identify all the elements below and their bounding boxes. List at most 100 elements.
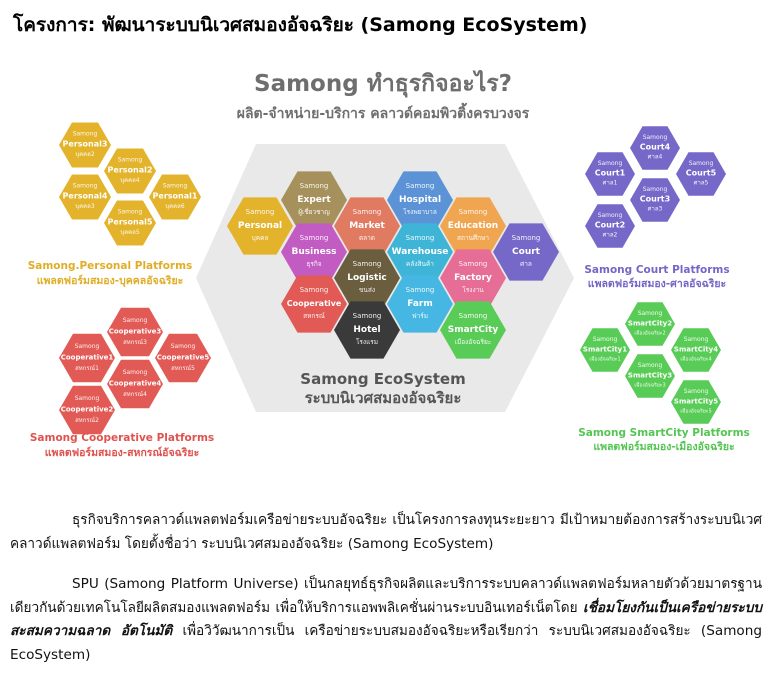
hexagon-name: Market xyxy=(349,221,385,231)
hexagon-name: Court3 xyxy=(640,195,670,204)
hexagon-prefix: Samong xyxy=(638,362,663,369)
hexagon-prefix: Samong xyxy=(638,310,663,317)
hexagon-thai: ศาล2 xyxy=(603,232,618,239)
diagram-subheading: ผลิต-จำหน่าย-บริการ คลาวด์คอมพิวติ้งครบว… xyxy=(237,102,530,122)
hexagon-prefix: Samong xyxy=(459,260,488,268)
cooperative-platforms-title-th: แพลตฟอร์มสมอง-สหกรณ์อัจฉริยะ xyxy=(45,446,199,458)
hexagon-prefix: Samong xyxy=(643,186,668,193)
hexagon-thai: สหกรณ์2 xyxy=(75,416,99,424)
hexagon-thai: ผู้เชี่ยวชาญ xyxy=(298,207,330,216)
hexagon-shape xyxy=(387,223,453,281)
hexagon-name: Cooperative2 xyxy=(61,406,114,414)
smartcity-platforms-title-en: Samong SmartCity Platforms xyxy=(578,427,750,439)
hexagon-name: Personal xyxy=(238,221,282,231)
hexagon-prefix: Samong xyxy=(459,208,488,216)
hexagon-name: Logistic xyxy=(347,273,387,283)
ecosystem-diagram: Samong ทำธุรกิจอะไร? ผลิต-จำหน่าย-บริการ… xyxy=(28,69,750,458)
hexagon-shape xyxy=(281,275,347,333)
hexagon-name: Hotel xyxy=(353,325,380,335)
hexagon-shape xyxy=(493,223,559,281)
hexagon-name: SmartCity4 xyxy=(674,346,718,354)
hexagon-shape xyxy=(334,249,400,307)
hexagon-shape xyxy=(580,328,630,372)
hexagon-thai: ศาล xyxy=(520,260,532,268)
hexagon-name: Hospital xyxy=(399,195,441,205)
center-caption-en: Samong EcoSystem xyxy=(300,370,465,388)
hexagon-shape xyxy=(440,249,506,307)
hexagon-shape xyxy=(281,171,347,229)
hexagon-shape xyxy=(104,200,156,246)
hexagon-prefix: Samong xyxy=(684,388,709,395)
hexagon-shape xyxy=(59,385,115,435)
hexagon-name: Personal1 xyxy=(153,192,198,201)
spu-paragraph: SPU (Samong Platform Universe) เป็นกลยุท… xyxy=(10,573,762,667)
hexagon-name: Personal3 xyxy=(63,140,108,149)
personal-platforms-title-th: แพลตฟอร์มสมอง-บุคคลอัจฉริยะ xyxy=(37,274,184,288)
hexagon-thai: ศาล3 xyxy=(648,206,663,213)
hexagon-thai: เมืองอัจฉริยะ xyxy=(455,338,492,346)
hexagon-prefix: Samong xyxy=(73,183,98,190)
hexagon-prefix: Samong xyxy=(118,157,143,164)
hexagon-shape xyxy=(671,380,721,424)
court-platforms-title-th: แพลตฟอร์มสมอง-ศาลอัจฉริยะ xyxy=(588,277,726,290)
hexagon-prefix: Samong xyxy=(300,286,329,294)
hexagon-thai: ฟาร์ม xyxy=(412,312,428,320)
hexagon-prefix: Samong xyxy=(300,182,329,190)
hexagon-thai: เมืองอัจฉริยะ2 xyxy=(634,330,665,337)
hexagon-name: Court1 xyxy=(595,169,626,178)
hexagon-shape xyxy=(387,171,453,229)
hexagon-shape xyxy=(155,333,211,383)
hexagon-name: SmartCity5 xyxy=(674,398,718,406)
hexagon-thai: ธุรกิจ xyxy=(306,260,321,268)
hexagon-prefix: Samong xyxy=(353,260,382,268)
hexagon-name: SmartCity xyxy=(448,325,499,335)
hexagon-prefix: Samong xyxy=(353,208,382,216)
hexagon-name: SmartCity2 xyxy=(628,320,672,328)
hexagon-thai: เมืองอัจฉริยะ5 xyxy=(680,408,711,415)
hexagon-name: SmartCity1 xyxy=(583,346,627,354)
hexagon-thai: สถานศึกษา xyxy=(457,234,489,242)
hexagon-shape xyxy=(59,122,111,168)
hexagon-prefix: Samong xyxy=(163,183,188,190)
hexagon-thai: โรงพยาบาล xyxy=(403,208,437,216)
hexagon-name: Personal2 xyxy=(108,166,153,175)
hexagon-shape xyxy=(107,359,163,409)
hexagon-shape xyxy=(625,354,675,398)
hexagon-prefix: Samong xyxy=(512,234,541,242)
hexagon-name: Warehouse xyxy=(392,247,449,257)
hexagon-name: Court5 xyxy=(686,169,717,178)
hexagon-shape xyxy=(676,152,726,196)
hexagon-prefix: Samong xyxy=(684,336,709,343)
hexagon-name: Farm xyxy=(407,299,433,309)
hexagon-name: Business xyxy=(292,247,337,257)
hexagon-name: Education xyxy=(448,221,498,231)
hexagon-shape xyxy=(149,174,201,220)
hexagon-name: Personal4 xyxy=(63,192,108,201)
hexagon-prefix: Samong xyxy=(406,286,435,294)
hexagon-prefix: Samong xyxy=(123,317,148,324)
hexagon-name: Cooperative3 xyxy=(109,328,162,336)
hexagon-name: Court2 xyxy=(595,221,625,230)
hexagon-prefix: Samong xyxy=(598,212,623,219)
court-platforms-title-en: Samong Court Platforms xyxy=(584,264,729,276)
hexagon-prefix: Samong xyxy=(75,395,100,402)
hexagon-name: Factory xyxy=(454,273,492,283)
hexagon-shape xyxy=(59,333,115,383)
hexagon-shape xyxy=(104,148,156,194)
hexagon-prefix: Samong xyxy=(643,134,668,141)
hexagon-thai: ศาล1 xyxy=(603,180,618,187)
hexagon-thai: บุคคล3 xyxy=(75,203,95,210)
hexagon-shape xyxy=(334,301,400,359)
